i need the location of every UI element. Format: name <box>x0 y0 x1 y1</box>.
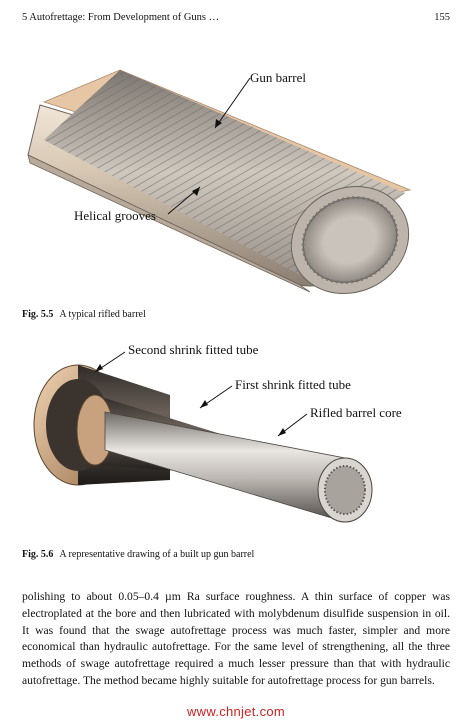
callout-second-tube: Second shrink fitted tube <box>128 342 259 357</box>
running-head: 5 Autofrettage: From Development of Guns… <box>22 12 220 23</box>
caption-text: A representative drawing of a built up g… <box>59 549 255 560</box>
callout-gun-barrel: Gun barrel <box>250 70 306 85</box>
gun-barrel-leader <box>214 77 251 129</box>
caption-label: Fig. 5.5 <box>22 309 54 320</box>
caption-label: Fig. 5.6 <box>22 549 54 560</box>
figure-built-up-barrel: Second shrink fitted tube First shrink f… <box>0 340 472 535</box>
page-header: 5 Autofrettage: From Development of Guns… <box>22 12 450 26</box>
watermark: www.chnjet.com <box>186 704 286 719</box>
caption-text: A typical rifled barrel <box>59 309 146 320</box>
page-number: 155 <box>434 12 450 23</box>
callout-first-tube: First shrink fitted tube <box>235 377 351 392</box>
body-paragraph: polishing to about 0.05–0.4 µm Ra surfac… <box>22 590 450 687</box>
figure-5-5-caption: Fig. 5.5 A typical rifled barrel <box>22 309 146 320</box>
callout-helical-grooves: Helical grooves <box>74 208 156 223</box>
rifled-barrel-illustration <box>27 69 412 295</box>
figure-5-6-caption: Fig. 5.6 A representative drawing of a bu… <box>22 549 254 560</box>
callout-core: Rifled barrel core <box>310 405 402 420</box>
figure-rifled-barrel: Gun barrel Helical grooves <box>0 30 472 300</box>
built-up-barrel-illustration <box>33 351 373 523</box>
